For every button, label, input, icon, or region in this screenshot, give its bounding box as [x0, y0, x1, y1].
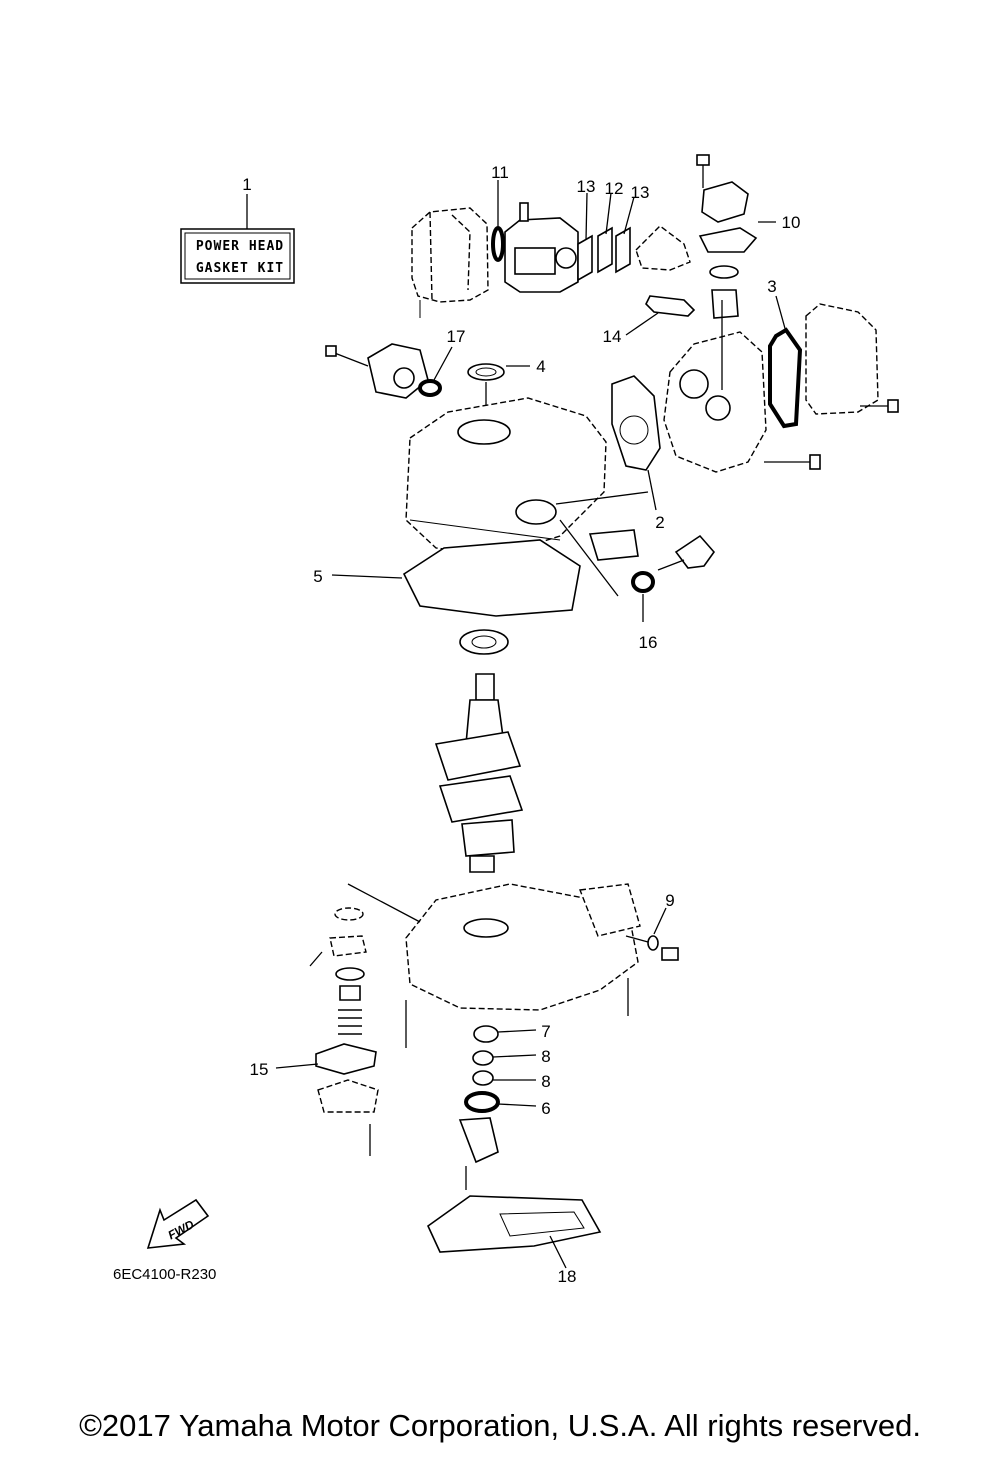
callout-13b: 13 [631, 183, 650, 202]
callout-18: 18 [558, 1267, 577, 1286]
callout-14: 14 [603, 327, 622, 346]
callout-16: 16 [639, 633, 658, 652]
callout-17: 17 [447, 327, 466, 346]
crankcase-part [347, 883, 649, 1048]
crankshaft-part [434, 673, 524, 873]
gasket-kit-box: POWER HEAD GASKET KIT [180, 194, 295, 284]
diagram-code: 6EC4100-R230 [113, 1266, 217, 1283]
forward-arrow-icon: FWD [146, 1198, 210, 1249]
fuel-pump-part [325, 343, 429, 399]
copyright-notice: ©2017 Yamaha Motor Corporation, U.S.A. A… [79, 1408, 921, 1443]
callout-1: 1 [242, 175, 251, 194]
callout-6: 6 [541, 1099, 550, 1118]
callout-7: 7 [541, 1022, 550, 1041]
callout-11: 11 [491, 163, 509, 182]
callout-8a: 8 [541, 1047, 550, 1066]
callout-13a: 13 [577, 177, 596, 196]
callout-8b: 8 [541, 1072, 550, 1091]
callout-15: 15 [250, 1060, 269, 1079]
kit-label-line1: POWER HEAD [196, 239, 284, 254]
callout-9: 9 [665, 891, 674, 910]
callout-4: 4 [536, 357, 545, 376]
cylinder-head-part [663, 300, 821, 473]
cylinder-block-part [405, 397, 649, 597]
callout-5: 5 [313, 567, 322, 586]
kit-label-line2: GASKET KIT [196, 261, 284, 276]
carburetor-part [504, 202, 579, 293]
callout-12: 12 [605, 179, 624, 198]
callout-3: 3 [767, 277, 776, 296]
carb-plates [577, 226, 631, 282]
head-cover-part [805, 303, 879, 415]
callout-2: 2 [655, 513, 664, 532]
thermostat-cover-part [696, 154, 776, 319]
callout-10: 10 [782, 213, 801, 232]
intake-manifold-part [635, 225, 691, 271]
intake-silencer-part [411, 207, 489, 318]
relief-valve-assembly [309, 907, 367, 1035]
